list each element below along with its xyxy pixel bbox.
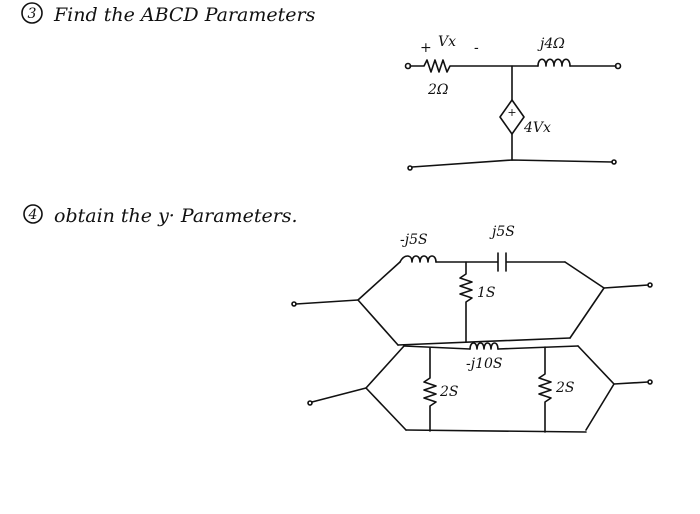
problem-4: 4 obtain the y· Parameters.: [23, 204, 653, 433]
problem-3-number: 3: [28, 6, 37, 22]
port-2-bottom-terminal: [611, 159, 617, 165]
inductor-neg-j5s: [399, 255, 437, 263]
vx-plus-label: +: [420, 40, 432, 56]
problem-3-title: Find the ABCD Parameters: [53, 4, 316, 26]
lower-bottom-wire: [405, 429, 587, 433]
port-2-bottom-terminal-4: [647, 379, 653, 385]
port-1-top-terminal-4: [291, 301, 297, 307]
port-1-bottom-terminal-4: [307, 400, 313, 406]
lower-top-wire-left: [403, 345, 471, 350]
left-resistor-label: 2S: [439, 384, 459, 400]
port-1-bottom-lead: [311, 387, 367, 403]
middle-resistor-label: 1S: [477, 285, 496, 301]
port-1-bottom-terminal: [407, 165, 413, 171]
source-plus-label: +: [507, 106, 516, 119]
lower-top-wire-right: [497, 345, 579, 350]
port-2-top-lead: [603, 284, 649, 289]
resistor-2ohm: [409, 59, 539, 73]
circuit-3: + Vx - 2Ω j4Ω + 4Vx: [404, 34, 622, 171]
vx-minus-label: -: [474, 40, 479, 56]
port-2-top-terminal: [614, 62, 622, 70]
problem-4-number-circle: [23, 204, 43, 224]
capacitor-j5s: [435, 252, 566, 272]
upper-bottom-wire: [397, 337, 571, 346]
top-inductor-label: -j5S: [400, 232, 428, 248]
right-resistor-label: 2S: [555, 380, 575, 396]
resistor-1s: [459, 261, 473, 343]
port-2-bottom-lead: [613, 381, 649, 385]
problem-4-title: obtain the y· Parameters.: [54, 205, 298, 227]
vx-label: Vx: [438, 34, 456, 50]
resistor-label: 2Ω: [427, 82, 449, 98]
problem-4-number: 4: [28, 207, 38, 223]
resistor-2s-right: [538, 346, 552, 433]
problem-3-number-circle: [21, 2, 43, 24]
port-2-top-terminal-4: [647, 282, 653, 288]
upper-left-frame: [357, 261, 401, 346]
lower-left-frame: [365, 345, 407, 431]
upper-right-frame: [564, 261, 605, 339]
bottom-wire: [411, 159, 613, 168]
problem-3: 3 Find the ABCD Parameters + Vx - 2Ω j4Ω…: [21, 2, 622, 171]
inductor-neg-j10s: [469, 342, 499, 350]
middle-inductor-label: -j10S: [466, 356, 502, 372]
port-1-top-lead: [295, 299, 359, 305]
lower-right-frame: [577, 345, 615, 431]
inductor-j4: [537, 58, 571, 67]
source-value-label: 4Vx: [523, 120, 551, 136]
circuit-4: -j5S j5S 1S -j10S 2S 2S: [291, 224, 653, 433]
top-capacitor-label: j5S: [489, 224, 515, 240]
inductor-label: j4Ω: [537, 36, 565, 52]
resistor-2s-left: [423, 347, 437, 432]
